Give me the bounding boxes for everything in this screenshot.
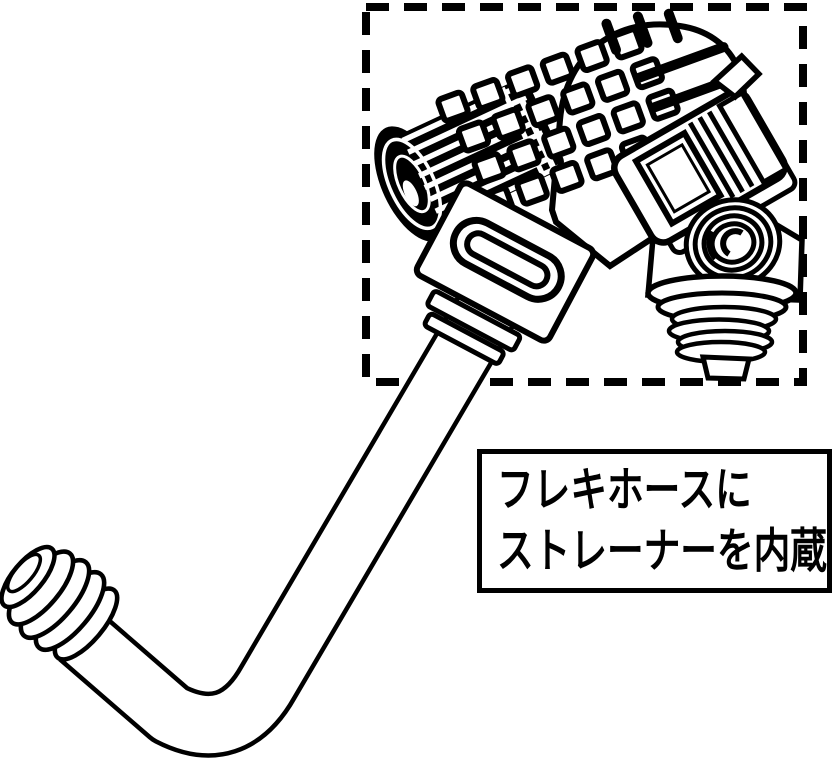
callout-line-2: ストレーナーを内蔵 xyxy=(497,524,827,579)
lever-slot xyxy=(449,216,565,303)
threaded-outlet xyxy=(666,304,779,382)
clamp-ribs xyxy=(687,110,755,199)
clamp-tab xyxy=(710,52,763,101)
callout-box: フレキホースに ストレーナーを内蔵 xyxy=(477,449,832,593)
callout-line-1: フレキホースに xyxy=(497,463,752,518)
hose-threaded-end xyxy=(0,544,120,662)
hose-ferrule xyxy=(422,289,523,366)
flexible-hose xyxy=(58,275,526,758)
clamp-window xyxy=(631,128,725,228)
outlet-nub xyxy=(699,354,753,382)
cap-opening xyxy=(381,137,443,231)
swivel-joint-rings xyxy=(683,197,783,289)
dashed-highlight-box xyxy=(362,3,807,386)
slot-lever-block xyxy=(413,180,597,366)
